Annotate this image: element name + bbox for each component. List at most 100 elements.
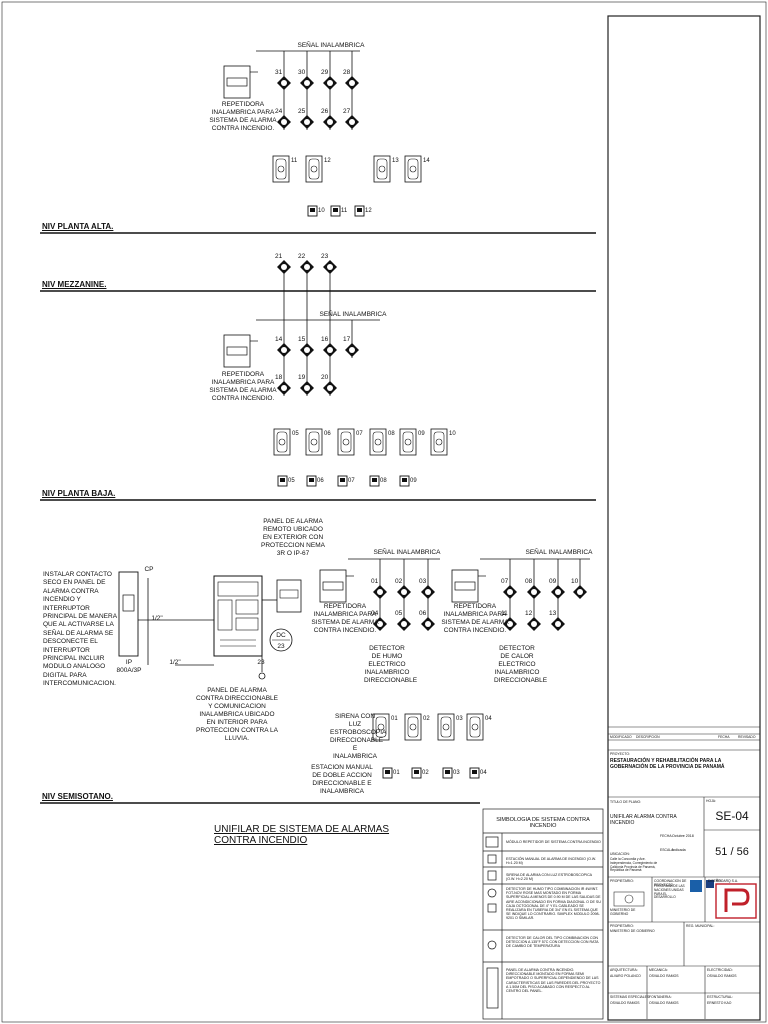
manual-station bbox=[277, 475, 288, 487]
smoke-detector bbox=[323, 260, 337, 274]
smoke-detector bbox=[277, 115, 291, 129]
coordination-label: COORDINACION DE PROYECTO: bbox=[654, 879, 687, 887]
structural-value: ERNESTO KAO bbox=[707, 1001, 732, 1005]
design-label: DISEÑO: bbox=[708, 879, 722, 883]
legend-row: SIRENA DE ALARMA CON LUZ ESTROBOSCOPICA … bbox=[506, 873, 592, 882]
heat-detector bbox=[503, 585, 517, 599]
heat-detector bbox=[551, 617, 565, 631]
device-number: 31 bbox=[275, 69, 283, 76]
device-number: 15 bbox=[298, 336, 306, 343]
station-label: ESTACION MANUAL DE DOBLE ACCION DIRECCIO… bbox=[311, 764, 373, 795]
smoke-detector bbox=[373, 617, 387, 631]
device-number: 11 bbox=[291, 158, 298, 164]
device-number: 08 bbox=[388, 431, 395, 437]
smoke-detector bbox=[300, 76, 314, 90]
device-number: 16 bbox=[321, 336, 329, 343]
manual-station bbox=[442, 767, 453, 779]
repeater-label: REPETIDORA INALAMBRICA PARA SISTEMA DE A… bbox=[209, 371, 277, 402]
project-label: PROYECTO: bbox=[610, 752, 630, 756]
level-planta-baja: NIV PLANTA BAJA. bbox=[42, 489, 116, 498]
proarq-logo bbox=[706, 880, 714, 888]
device-number: 05 bbox=[288, 478, 295, 484]
smoke-detector-label: DETECTOR DE HUMO ELECTRICO INALAMBRICO D… bbox=[364, 645, 418, 684]
strobe-siren bbox=[273, 428, 291, 456]
device-number: 04 bbox=[480, 770, 487, 776]
legend-row: ESTACIÓN MANUAL DE ALARMA DE INCENDIO (O… bbox=[506, 857, 597, 866]
special-systems-value: OSVALDO RAMOS bbox=[610, 1001, 640, 1005]
main-breaker bbox=[118, 571, 139, 657]
install-note: INSTALAR CONTACTO SECO EN PANEL DE ALARM… bbox=[43, 571, 117, 688]
heat-detector bbox=[503, 617, 517, 631]
device-number: 10 bbox=[449, 431, 456, 437]
manual-station bbox=[307, 205, 318, 217]
dc-tag-text: DC bbox=[276, 632, 286, 639]
device-number: 07 bbox=[356, 431, 363, 437]
main-alarm-panel bbox=[213, 575, 263, 657]
device-number: 18 bbox=[275, 374, 283, 381]
device-number: 13 bbox=[549, 610, 557, 617]
smoke-detector bbox=[345, 343, 359, 357]
legend-title: SIMBOLOGIA DE SISTEMA CONTRA INCENDIO bbox=[496, 817, 590, 829]
device-number: 10 bbox=[318, 208, 325, 214]
rev-header: DESCRIPCION bbox=[636, 735, 660, 739]
wireless-repeater bbox=[223, 65, 258, 99]
heat-detector bbox=[527, 585, 541, 599]
device-number: 12 bbox=[365, 208, 372, 214]
smoke-detector bbox=[323, 76, 337, 90]
wireless-repeater bbox=[223, 334, 258, 368]
repeater-label: REPETIDORA INALAMBRICA PARA SISTEMA DE A… bbox=[311, 603, 379, 634]
strobe-siren bbox=[404, 713, 422, 741]
device-number: 07 bbox=[348, 478, 355, 484]
device-number: 01 bbox=[371, 578, 379, 585]
remote-panel-label: PANEL DE ALARMA REMOTO UBICADO EN EXTERI… bbox=[261, 518, 325, 557]
device-number: 24 bbox=[275, 108, 283, 115]
device-number: 01 bbox=[391, 716, 398, 722]
smoke-detector bbox=[345, 115, 359, 129]
smoke-detector bbox=[277, 76, 291, 90]
legend-row: DETECTOR DE HUMO TIPO COMBINACION IR 4W/… bbox=[506, 887, 601, 921]
municipal-reg-label: REG. MUNICIPAL: bbox=[686, 924, 715, 928]
device-number: 14 bbox=[275, 336, 283, 343]
smoke-detector bbox=[421, 617, 435, 631]
device-number: 03 bbox=[456, 716, 463, 722]
level-mezzanine: NIV MEZZANINE. bbox=[42, 280, 107, 289]
device-number: 02 bbox=[422, 770, 429, 776]
device-number: 08 bbox=[380, 478, 387, 484]
structural-label: ESTRUCTURAL: bbox=[707, 995, 733, 999]
device-number: 11 bbox=[501, 610, 508, 617]
legend-row: PANEL DE ALARMA CONTRA INCENDIO. DIRECCI… bbox=[506, 968, 601, 994]
device-number: 22 bbox=[298, 253, 306, 260]
device-number: 02 bbox=[395, 578, 403, 585]
device-number: 06 bbox=[317, 478, 324, 484]
wireless-repeater bbox=[451, 569, 486, 603]
device-number: 12 bbox=[525, 610, 533, 617]
legend-row: DETECTOR DE CALOR DEL TIPO COMBINACION C… bbox=[506, 936, 599, 949]
device-number: 13 bbox=[392, 158, 399, 164]
manual-station bbox=[354, 205, 365, 217]
device-number: 08 bbox=[525, 578, 533, 585]
scale-label: ESCALA: bbox=[660, 848, 675, 852]
smoke-detector bbox=[323, 115, 337, 129]
ground-num: 23 bbox=[257, 659, 265, 666]
device-number: 05 bbox=[292, 431, 299, 437]
smoke-detector bbox=[345, 76, 359, 90]
breaker-tag: CP bbox=[144, 566, 154, 573]
heat-detector bbox=[527, 617, 541, 631]
wiring bbox=[138, 50, 590, 672]
mechanical-label: MECANICA: bbox=[649, 968, 668, 972]
manual-station bbox=[469, 767, 480, 779]
device-number: 04 bbox=[485, 716, 492, 722]
rev-header: FECHA bbox=[718, 735, 730, 739]
device-number: 07 bbox=[501, 578, 509, 585]
wire-size: 1/2" bbox=[151, 615, 163, 622]
smoke-detector bbox=[277, 381, 291, 395]
device-number: 10 bbox=[571, 578, 579, 585]
device-number: 04 bbox=[371, 610, 379, 617]
owner2-value: MINISTERIO DE GOBIERNO bbox=[610, 929, 655, 933]
smoke-detector bbox=[300, 381, 314, 395]
legend-row: MÓDULO REPETIDOR DE SISTEMA CONTRA INCEN… bbox=[506, 840, 601, 844]
device-number: 30 bbox=[298, 69, 306, 76]
date-value: Octubre 2018 bbox=[672, 834, 694, 838]
device-number: 29 bbox=[321, 69, 329, 76]
sheet-count: 51 / 56 bbox=[715, 846, 749, 858]
